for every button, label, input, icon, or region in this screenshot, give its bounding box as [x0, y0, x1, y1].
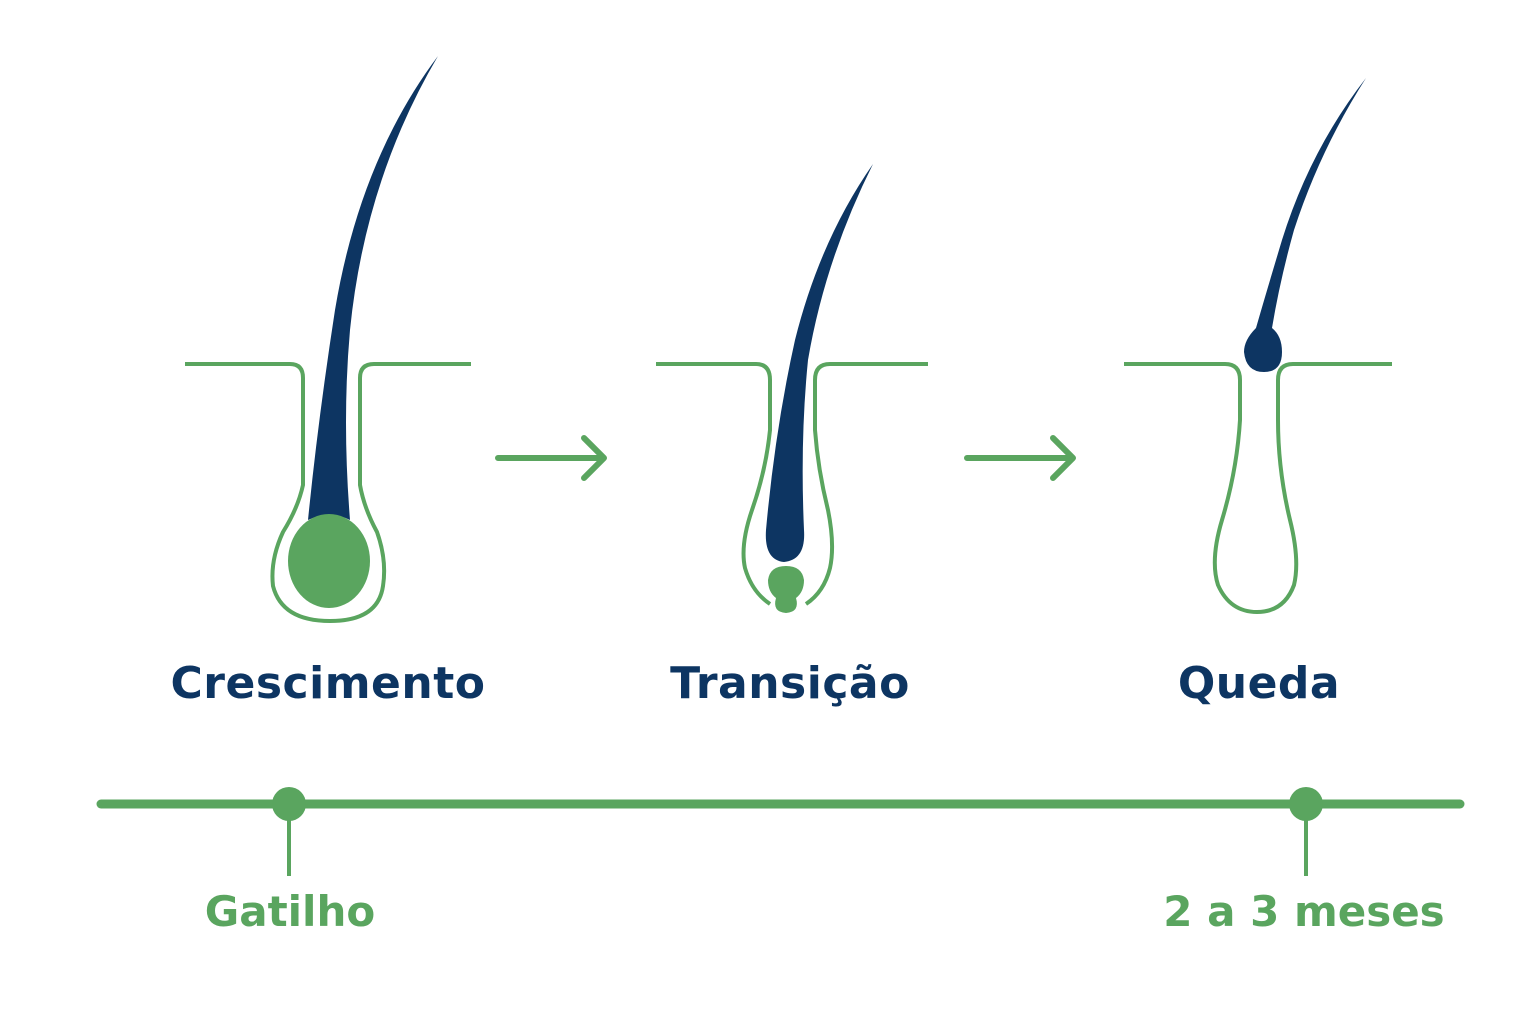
arrow-icon-2 [964, 435, 1076, 481]
stage-label-growth: Crescimento [170, 658, 486, 709]
catagen-follicle-icon [656, 164, 928, 613]
timeline [96, 787, 1465, 876]
dermal-papilla-2 [768, 566, 804, 613]
telogen-follicle-icon [1124, 78, 1392, 615]
dermal-papilla-1 [288, 514, 370, 608]
stage-label-shedding: Queda [1177, 658, 1341, 709]
follicle-outline-1 [185, 362, 471, 624]
stage-label-transition: Transição [670, 658, 910, 709]
arrow-icon-1 [495, 435, 607, 481]
anagen-follicle-icon [185, 56, 471, 624]
timeline-label-trigger: Gatilho [204, 887, 376, 936]
hair-shaft-3 [1244, 78, 1366, 372]
hair-shaft-2 [765, 164, 873, 562]
follicle-outline-3 [1124, 362, 1392, 615]
follicle-outline-2 [656, 362, 772, 606]
timeline-marker-2 [1289, 787, 1323, 821]
hair-shaft-1 [308, 56, 438, 520]
timeline-marker-1 [272, 787, 306, 821]
timeline-label-duration: 2 a 3 meses [1163, 887, 1445, 936]
follicle-outline-2b [804, 362, 928, 606]
